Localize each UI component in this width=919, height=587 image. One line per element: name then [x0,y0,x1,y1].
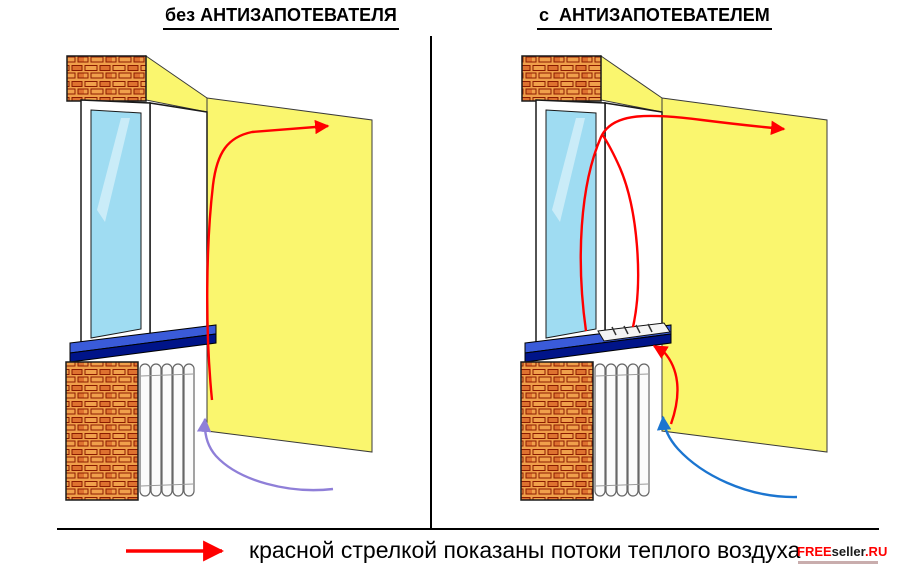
brick-lintel [521,55,602,102]
panel-title-with-antifog: с АНТИЗАПОТЕВАТЕЛЕМ [537,5,772,30]
brick-lintel [66,55,147,102]
antifog-vent [597,322,671,342]
warm-air-flow-arrow-branch [601,133,640,328]
panel-title-without-antifog: без АНТИЗАПОТЕВАТЕЛЯ [163,5,399,30]
watermark-part-ru: .RU [864,544,888,559]
brick-wall-below-window [65,361,139,501]
glass-reflection [97,118,130,222]
watermark-logo: FREEseller.RU [797,545,887,558]
legend-caption: красной стрелкой показаны потоки теплого… [249,537,801,563]
window-glass [90,109,142,339]
cool-air-flow-arrow [196,417,334,492]
room-wall [661,97,828,453]
watermark-part-seller: seller [831,544,865,559]
panel-without-antifog [65,55,373,501]
radiator [594,363,650,497]
warm-air-flow-arrow-main [579,114,786,332]
watermark-tagline [798,561,878,564]
watermark-part-free: FREE [797,544,832,559]
window-jamb [149,102,208,341]
window-sill-front [69,333,217,363]
cool-air-flow-arrow [656,415,798,499]
warm-air-flow-arrow [206,119,330,401]
room-wall [206,97,373,453]
window-glass [545,109,597,339]
window-sill-front [524,333,672,363]
radiator [139,363,195,497]
brick-wall-below-window [520,361,594,501]
warm-air-into-vent-arrow [652,344,679,425]
glass-reflection [552,118,585,222]
panel-with-antifog [520,55,828,501]
